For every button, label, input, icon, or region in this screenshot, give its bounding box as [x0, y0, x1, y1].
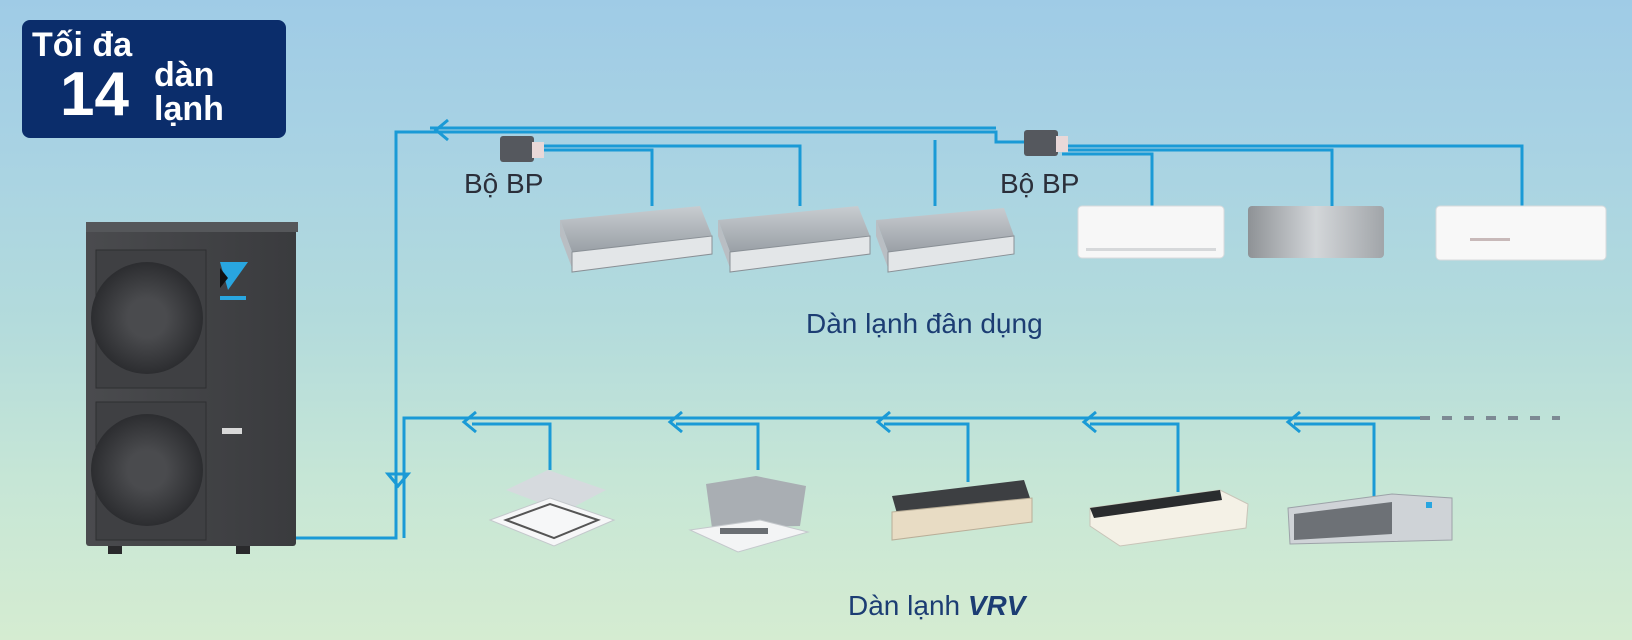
- max-indoor-units-badge: Tối đa 14 dàn lạnh: [22, 20, 286, 138]
- badge-line2b: lạnh: [154, 90, 224, 128]
- bp-unit-label: Bộ BP: [464, 168, 544, 199]
- bp-unit-icon: [500, 136, 544, 162]
- residential-group-label: Dàn lạnh đân dụng: [806, 308, 1043, 339]
- refrigerant-pipes: [296, 126, 1524, 540]
- residential-unit-wall-mounted: [1435, 205, 1607, 261]
- bp-unit-icon: [1024, 130, 1068, 156]
- badge-line2: dàn lạnh: [154, 58, 224, 126]
- vrv-unit-ceiling-mounted-duct: [891, 480, 1033, 541]
- flow-arrow-icons: [384, 118, 1301, 489]
- badge-number: 14: [60, 60, 129, 129]
- vrv-unit-ducted: [1287, 493, 1453, 545]
- residential-unit-ducted: [560, 206, 713, 273]
- residential-unit-ducted: [718, 206, 871, 273]
- badge-line1: Tối đa: [32, 26, 133, 64]
- vrv-group-label: Dàn lạnh VRV: [848, 590, 1025, 622]
- vrv-label-emphasis: VRV: [967, 590, 1026, 621]
- residential-unit-ducted: [876, 208, 1015, 273]
- outdoor-unit: [86, 222, 298, 554]
- vrv-label-prefix: Dàn lạnh: [848, 590, 968, 621]
- vrv-unit-ceiling-suspended: [1089, 489, 1249, 547]
- vrv-unit-compact-cassette: [688, 476, 810, 553]
- vrv-unit-round-flow-cassette: [488, 470, 616, 547]
- residential-unit-wall-mounted-silver: [1248, 206, 1384, 258]
- daikin-logo-icon: [220, 262, 248, 300]
- bp-unit-label: Bộ BP: [1000, 168, 1080, 199]
- residential-unit-wall-mounted: [1077, 205, 1225, 259]
- badge-line2a: dàn: [154, 56, 215, 94]
